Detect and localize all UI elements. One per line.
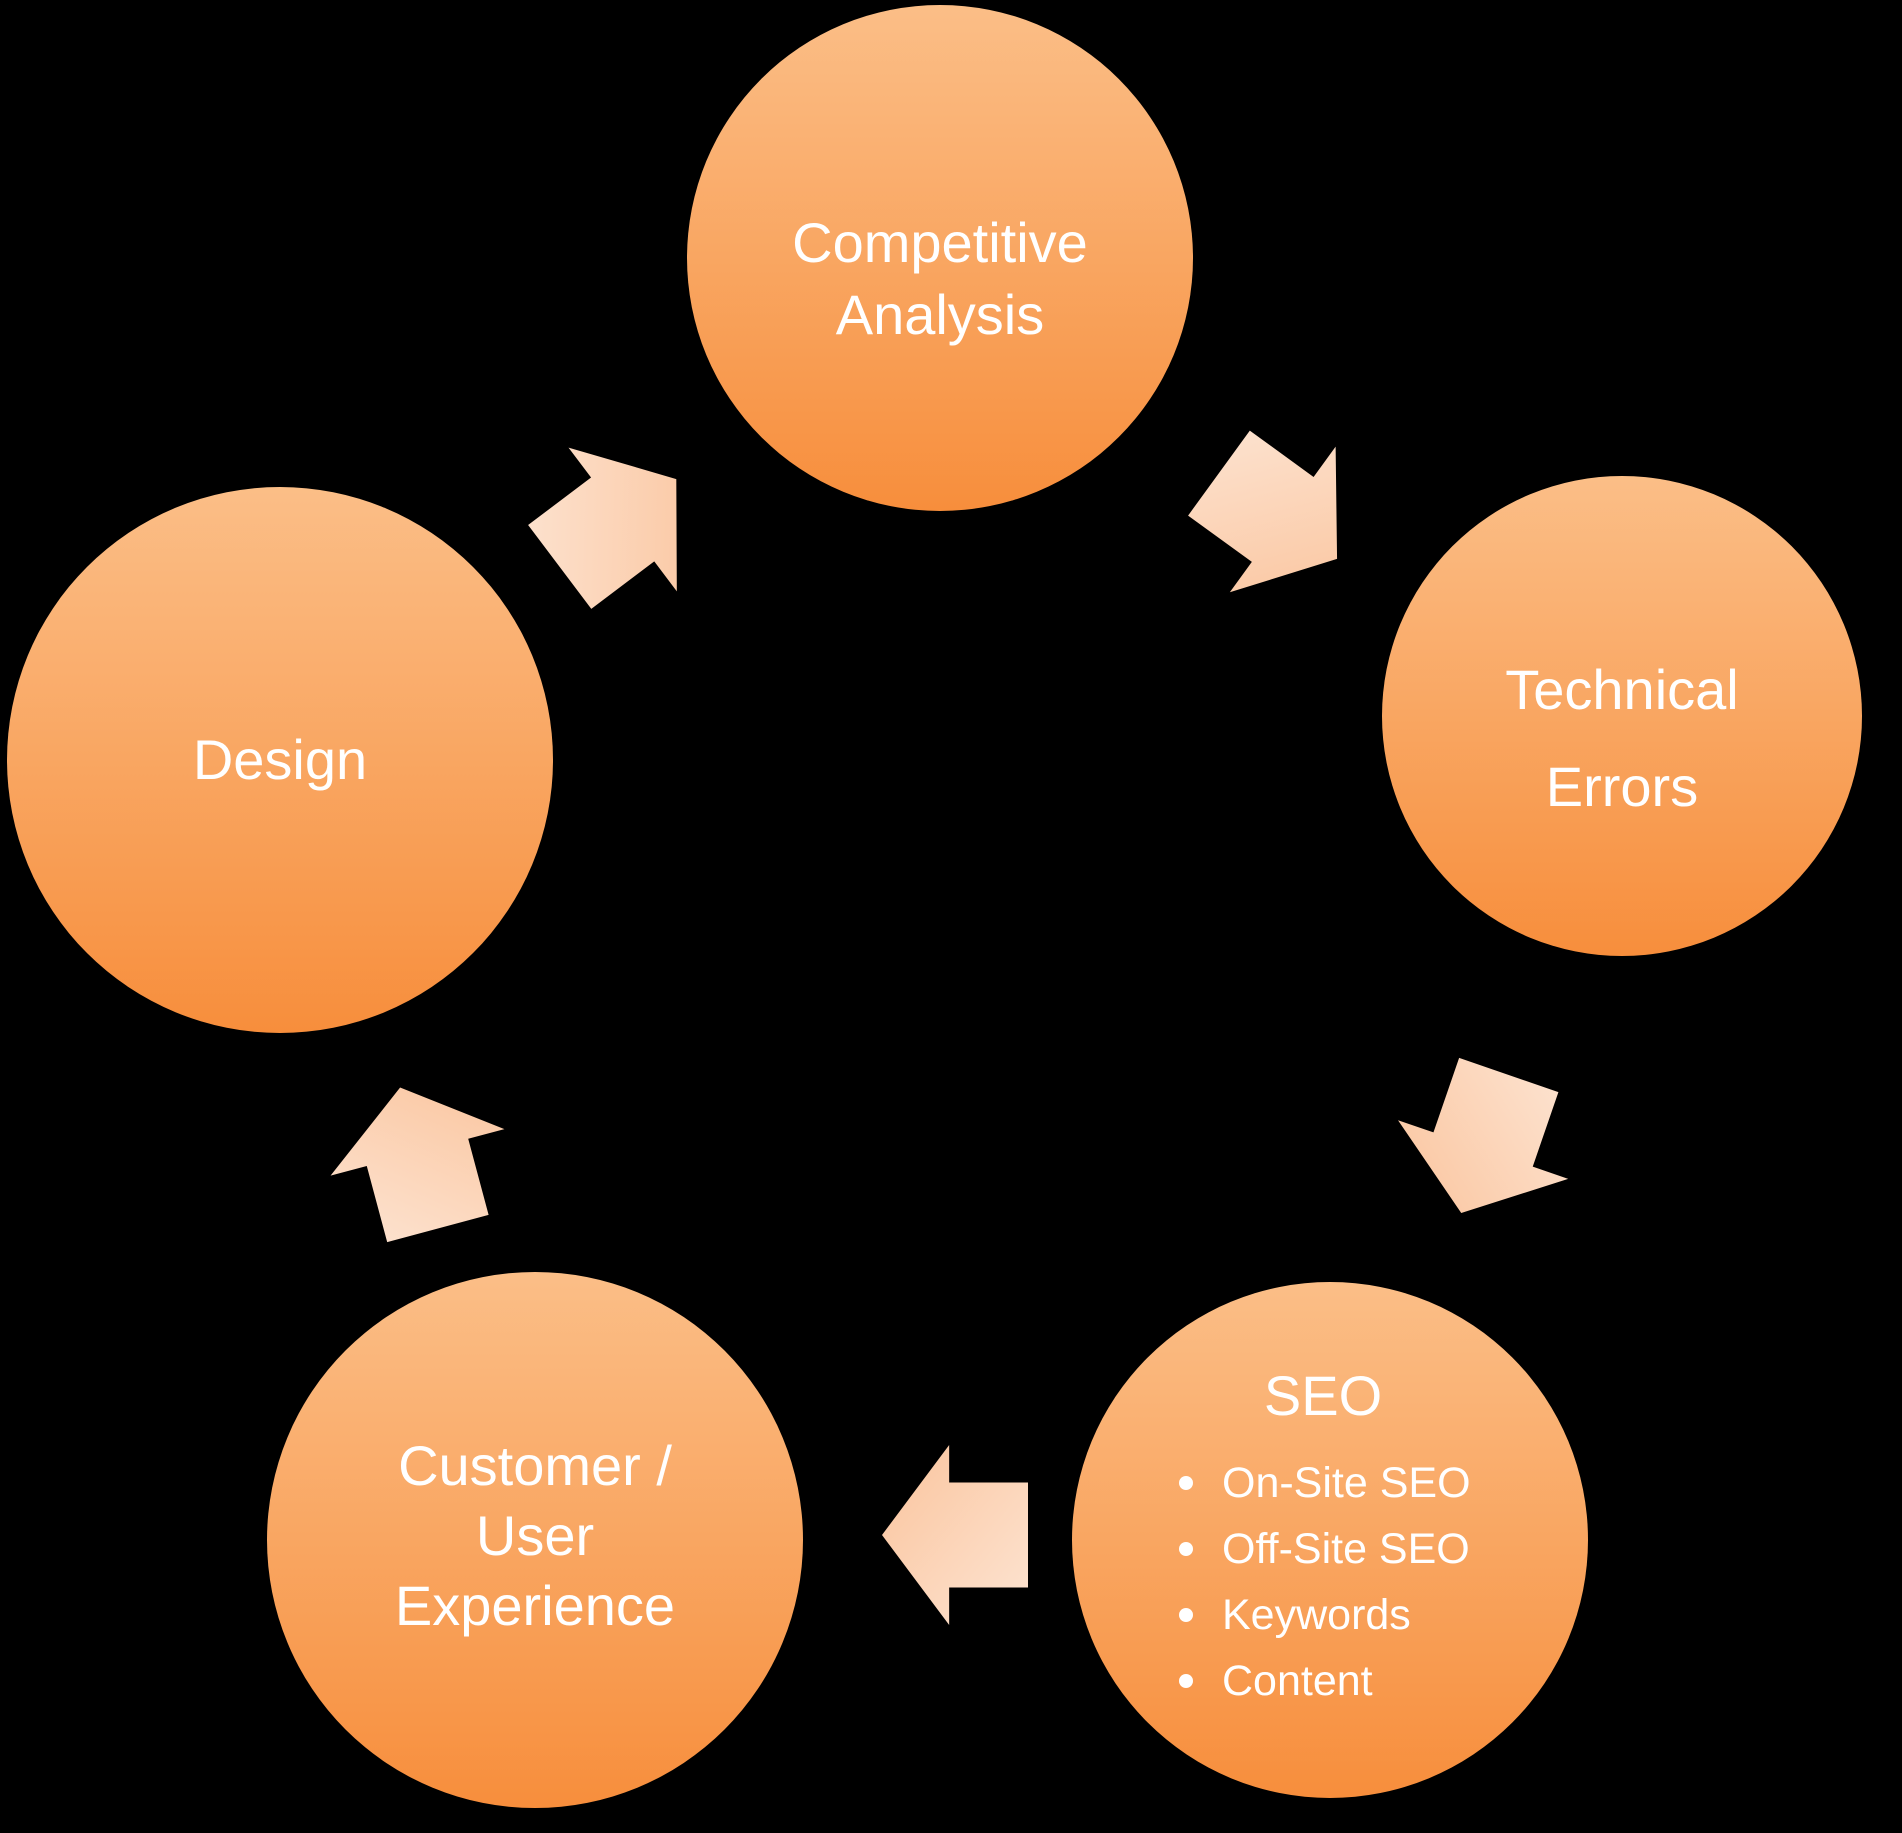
circle-label: Design [193, 728, 367, 792]
seo-bullet-item: Content [1179, 1648, 1471, 1714]
circle-label-line: Errors [1545, 755, 1699, 818]
circle-label: Customer / User Experience [395, 1431, 675, 1641]
circle-label-line: User [475, 1504, 595, 1567]
arrow-seo-to-customer-experience-icon [882, 1445, 1028, 1625]
seo-bullet-list: On-Site SEO Off-Site SEO Keywords Conten… [1179, 1450, 1471, 1714]
circle-technical-errors: Technical Errors [1382, 476, 1862, 956]
seo-bullet-item: Off-Site SEO [1179, 1516, 1471, 1582]
circle-label-line: Technical [1505, 658, 1739, 721]
circle-seo: SEO On-Site SEO Off-Site SEO Keywords Co… [1072, 1282, 1588, 1798]
seo-bullet-item: Keywords [1179, 1582, 1471, 1648]
circle-competitive-analysis: Competitive Analysis [687, 5, 1193, 511]
circle-label-line: Competitive [792, 211, 1088, 274]
circle-label: Competitive Analysis [792, 207, 1088, 351]
arrow-customer-experience-to-design-icon [330, 1087, 505, 1243]
circle-design: Design [7, 487, 553, 1033]
circle-label: Technical Errors [1505, 641, 1738, 835]
circle-label-line: Analysis [835, 283, 1045, 346]
seo-title: SEO [1263, 1364, 1383, 1427]
arrow-design-to-competitive-analysis-icon [528, 447, 677, 609]
circle-label-line: Design [192, 728, 368, 791]
circle-label-line: Customer / [398, 1434, 672, 1497]
seo-bullet-item: On-Site SEO [1179, 1450, 1471, 1516]
circle-customer-user-experience: Customer / User Experience [267, 1272, 803, 1808]
arrow-competitive-analysis-to-technical-errors-icon [1188, 430, 1338, 593]
arrow-technical-errors-to-seo-icon [1398, 1057, 1569, 1214]
circle-label-line: Experience [394, 1574, 676, 1637]
